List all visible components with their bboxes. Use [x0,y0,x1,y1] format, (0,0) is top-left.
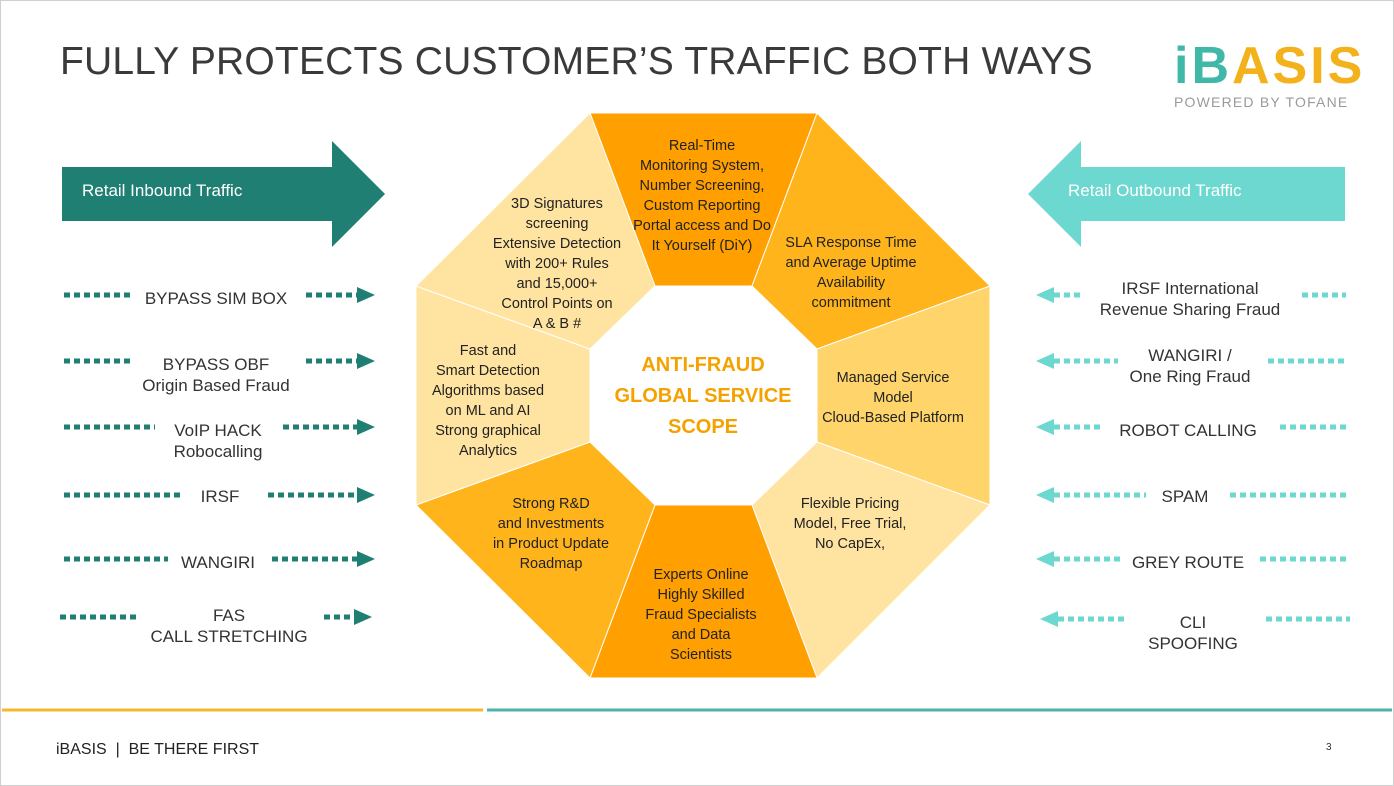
inbound-head-6 [354,609,372,625]
outbound-dotted-arrows [1054,292,1350,622]
inbound-arrow [62,141,385,247]
outbound-head-1 [1036,287,1054,303]
outbound-item-4: SPAM [1161,487,1209,506]
octagon [415,112,991,679]
inbound-arrowheads [354,287,375,625]
inbound-head-4 [357,487,375,503]
outbound-head-6 [1040,611,1058,627]
outbound-head-5 [1036,551,1054,567]
outbound-arrow [1028,141,1345,247]
inbound-head-1 [357,287,375,303]
outbound-item-3: ROBOT CALLING [1119,421,1257,440]
outbound-head-2 [1036,353,1054,369]
segment-left-text: Fast and Smart Detection Algorithms base… [431,343,545,459]
inbound-item-2: BYPASS OBF Origin Based Fraud [142,355,290,395]
inbound-item-4: IRSF [200,487,240,506]
page-title: FULLY PROTECTS CUSTOMER’S TRAFFIC BOTH W… [60,40,1093,83]
inbound-label: Retail Inbound Traffic [82,181,243,200]
outbound-item-5: GREY ROUTE [1131,553,1245,572]
segment-bottom-right-text: Flexible Pricing Model, Free Trial, No C… [793,496,907,552]
outbound-item-1: IRSF International Revenue Sharing Fraud [1099,279,1281,319]
segment-bottom-text: Experts Online Highly Skilled Fraud Spec… [645,567,757,663]
octagon-center [590,286,817,505]
outbound-item-2: WANGIRI / One Ring Fraud [1129,346,1251,386]
segment-top-left-text: 3D Signatures screening Extensive Detect… [492,196,622,332]
logo-tagline: POWERED BY TOFANE [1174,94,1349,110]
inbound-item-5: WANGIRI [181,553,255,572]
outbound-head-4 [1036,487,1054,503]
segment-bottom-left-text: Strong R&D and Investments in Product Up… [492,496,610,572]
outbound-item-6: CLI SPOOFING [1148,613,1238,653]
outbound-label: Retail Outbound Traffic [1068,181,1242,200]
footer-brand-line: iBASIS | BE THERE FIRST [56,741,259,759]
page-number: 3 [1326,742,1332,753]
inbound-head-2 [357,353,375,369]
inbound-item-3: VoIP HACK Robocalling [173,421,263,461]
inbound-item-6: FAS CALL STRETCHING [150,606,308,646]
segment-top-right-text: SLA Response Time and Average Uptime Ava… [785,235,917,311]
outbound-arrowheads [1036,287,1058,627]
segment-right-text: Managed Service Model Cloud-Based Platfo… [822,370,964,426]
ibasis-logo: iBASIS POWERED BY TOFANE [1174,37,1366,110]
inbound-head-5 [357,551,375,567]
inbound-head-3 [357,419,375,435]
footer-slogan: BE THERE FIRST [128,741,260,758]
outbound-head-3 [1036,419,1054,435]
inbound-item-1: BYPASS SIM BOX [144,289,288,308]
inbound-dotted-arrows [60,292,357,620]
center-title: ANTI-FRAUD GLOBAL SERVICE SCOPE [614,354,792,438]
footer-brand: iBASIS [56,741,107,758]
segment-top-text: Real-Time Monitoring System, Number Scre… [633,138,771,254]
footer-separator: | [115,741,120,758]
logo-mark: iBASIS [1174,37,1366,95]
